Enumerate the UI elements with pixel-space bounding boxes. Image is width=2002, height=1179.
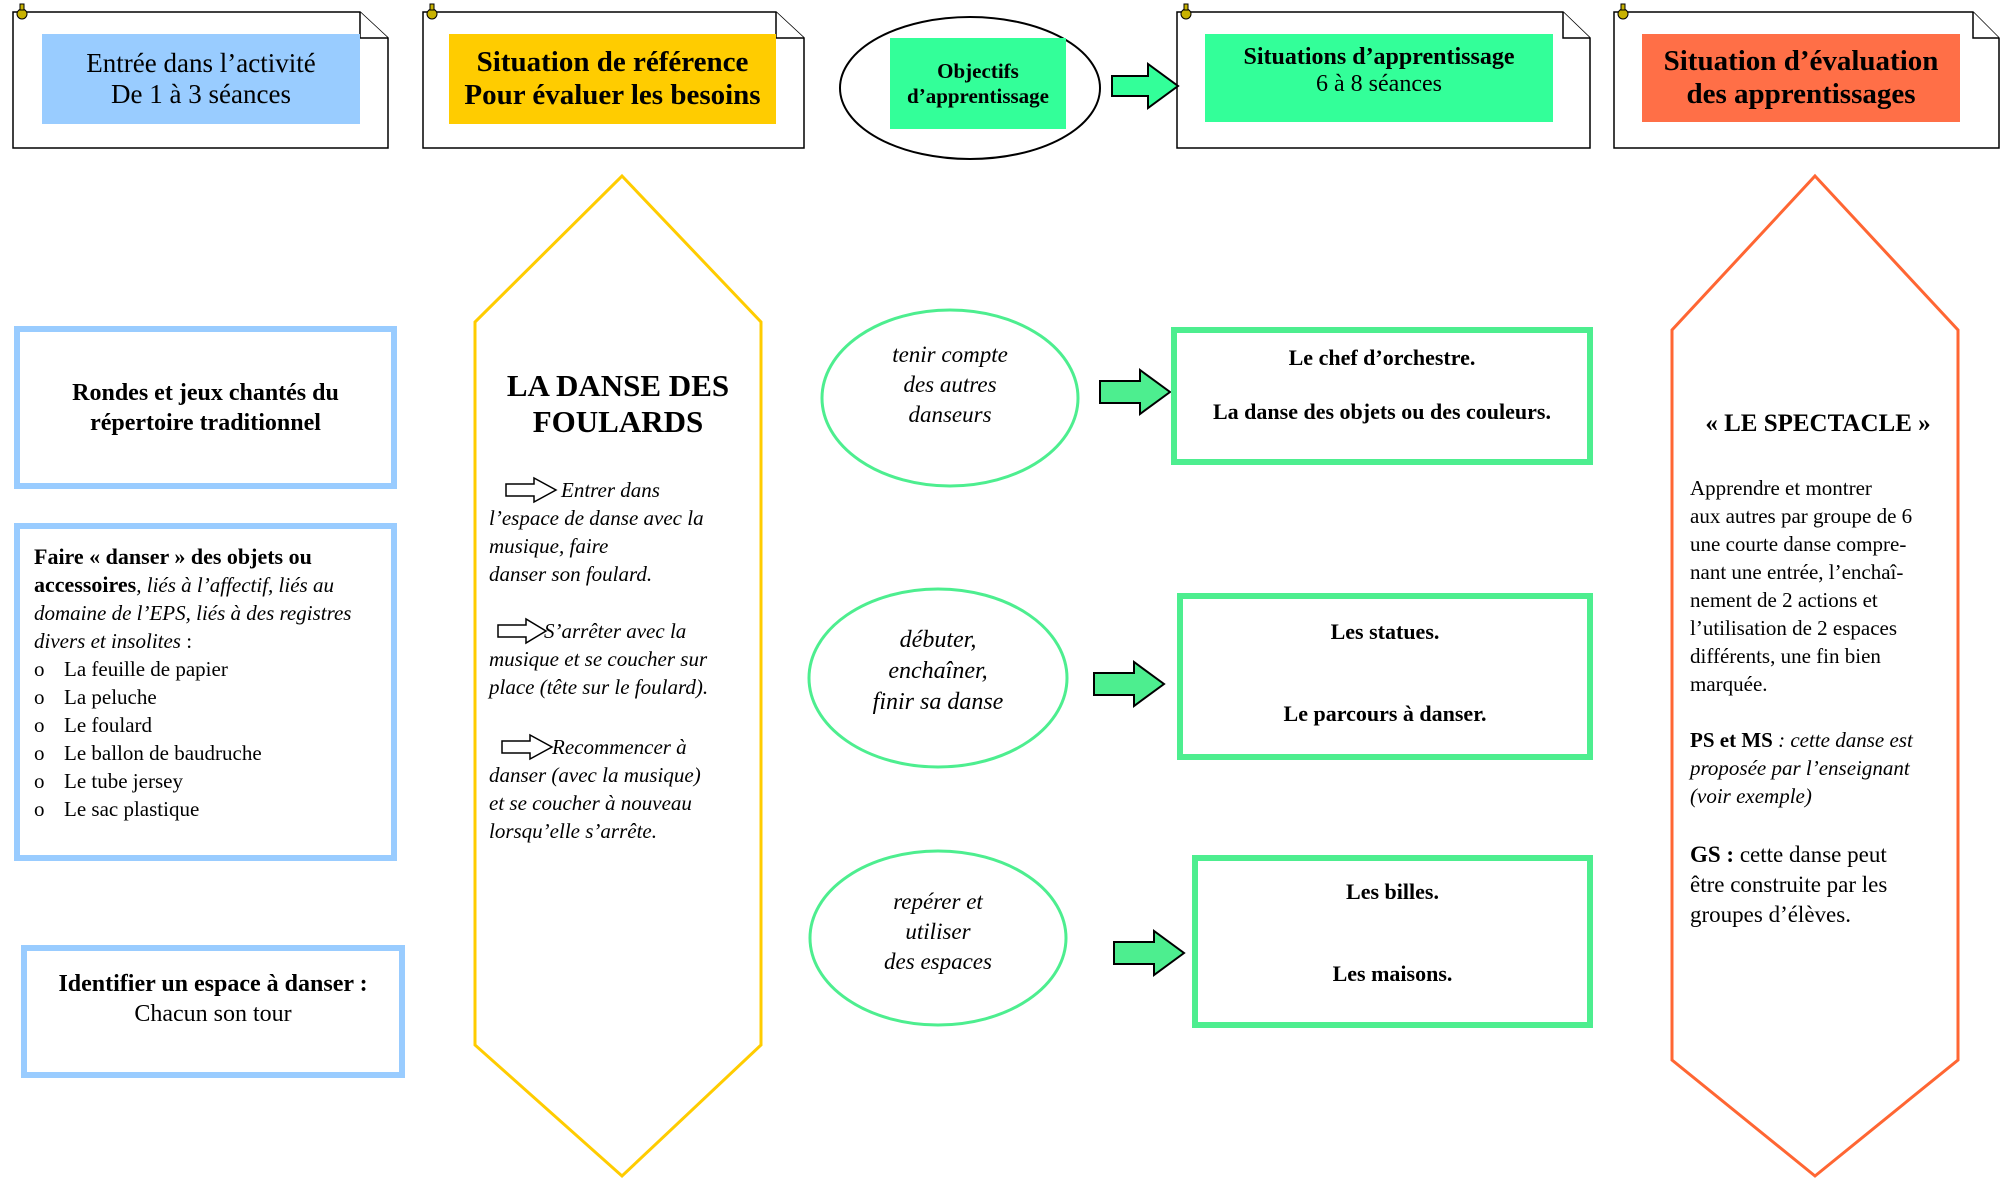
bullet-icon: o [34,797,45,821]
objective-text-2: débuter, enchaîner, finir sa danse [872,627,1004,715]
evaluation-hexagon [1670,173,1960,1178]
bullet-icon: o [34,769,45,793]
step-arrow-icon-2 [497,617,548,645]
header-apprentissage: Situations d’apprentissage 6 à 8 séances [1205,34,1553,122]
objective-ellipse-3 [808,849,1068,1027]
header-reference: Situation de référence Pour évaluer les … [449,34,776,124]
bullet-icon: o [34,741,45,765]
situation-3a: Les billes. [1346,879,1439,904]
ps-bold: PS et MS [1690,728,1773,752]
header-objectifs-line2: d’apprentissage [907,83,1049,108]
reference-step-1: Entrer dans l’espace de danse avec la mu… [489,478,704,586]
header-arrow-icon [1111,62,1180,110]
objective-text-3: repérer et utiliser des espaces [884,889,992,974]
arrow-icon-3 [1113,929,1186,977]
header-apprentissage-line1: Situations d’apprentissage [1243,44,1515,70]
header-reference-line2: Pour évaluer les besoins [464,79,761,111]
header-entree-line1: Entrée dans l’activité [86,48,316,78]
header-fill-apprentissage [1205,34,1553,122]
objets-colon: : [180,629,193,653]
bullet-icon: o [34,685,45,709]
rondes-text: Rondes et jeux chantés du répertoire tra… [72,379,339,436]
objets-italic: , liés à l’affectif, liés au domaine de … [34,573,352,653]
reference-hexagon [473,173,763,1179]
header-evaluation-line1: Situation d’évaluation [1663,45,1939,77]
header-apprentissage-line2: 6 à 8 séances [1316,71,1442,97]
evaluation-para1: Apprendre et montrer aux autres par grou… [1690,476,1913,696]
header-entree: Entrée dans l’activité De 1 à 3 séances [42,34,360,124]
evaluation-ps: PS et MS : cette danse est proposée par … [1690,728,1913,808]
header-evaluation-line2: des apprentissages [1686,78,1916,110]
evaluation-title: « LE SPECTACLE » [1705,410,1931,437]
reference-title: LA DANSE DES FOULARDS [480,368,756,440]
objective-ellipse-2 [807,587,1069,769]
bullet-icon: o [34,713,45,737]
situation-box-1: Le chef d’orchestre. La danse des objets… [1171,327,1593,465]
objectives-fill [890,38,1066,129]
objective-ellipse-1 [820,308,1080,488]
situation-3b: Les maisons. [1332,961,1453,986]
reference-step-3: Recommencer à danser (avec la musique) e… [489,735,701,843]
header-fill-entree [42,34,360,124]
espace-box: Identifier un espace à danser : Chacun s… [21,945,405,1078]
situation-box-2: Les statues. Le parcours à danser. [1177,593,1593,760]
header-entree-line2: De 1 à 3 séances [111,79,291,109]
pin-icon [16,3,1629,20]
situation-1b: La danse des objets ou des couleurs. [1213,399,1551,424]
header-reference-line1: Situation de référence [476,46,749,78]
objective-text-1: tenir compte des autres danseurs [892,342,1008,427]
situation-1a: Le chef d’orchestre. [1288,345,1476,370]
espace-bold: Identifier un espace à danser : [58,971,368,997]
step-arrow-icon-3 [501,733,554,761]
arrow-icon-2 [1093,660,1166,708]
rondes-box: Rondes et jeux chantés du répertoire tra… [14,326,397,489]
objets-intro: Faire « danser » des objets ou accessoir… [34,543,379,655]
gs-bold: GS : [1690,842,1735,867]
espace-normal: Chacun son tour [134,1001,292,1027]
reference-step-2: S’arrêter avec la musique et se coucher … [489,619,709,699]
evaluation-gs: GS : cette danse peut être construite pa… [1690,842,1888,927]
reference-title-line2: FOULARDS [532,404,704,439]
bullet-icon: o [34,657,45,681]
situation-2a: Les statues. [1330,619,1440,644]
header-fill-evaluation [1642,34,1960,122]
header-objectifs-line1: Objectifs [937,58,1019,83]
situation-box-3: Les billes. Les maisons. [1192,855,1593,1028]
arrow-icon-1 [1099,368,1172,416]
header-objectifs: Objectifs d’apprentissage [890,38,1066,129]
step-arrow-icon-1 [505,476,558,504]
header-fill-reference [449,34,776,124]
reference-title-line1: LA DANSE DES [506,368,730,403]
header-evaluation: Situation d’évaluation des apprentissage… [1642,34,1960,122]
objets-bold: Faire « danser » des objets ou accessoir… [34,544,312,597]
situation-2b: Le parcours à danser. [1283,701,1487,726]
objets-box: Faire « danser » des objets ou accessoir… [14,523,397,861]
